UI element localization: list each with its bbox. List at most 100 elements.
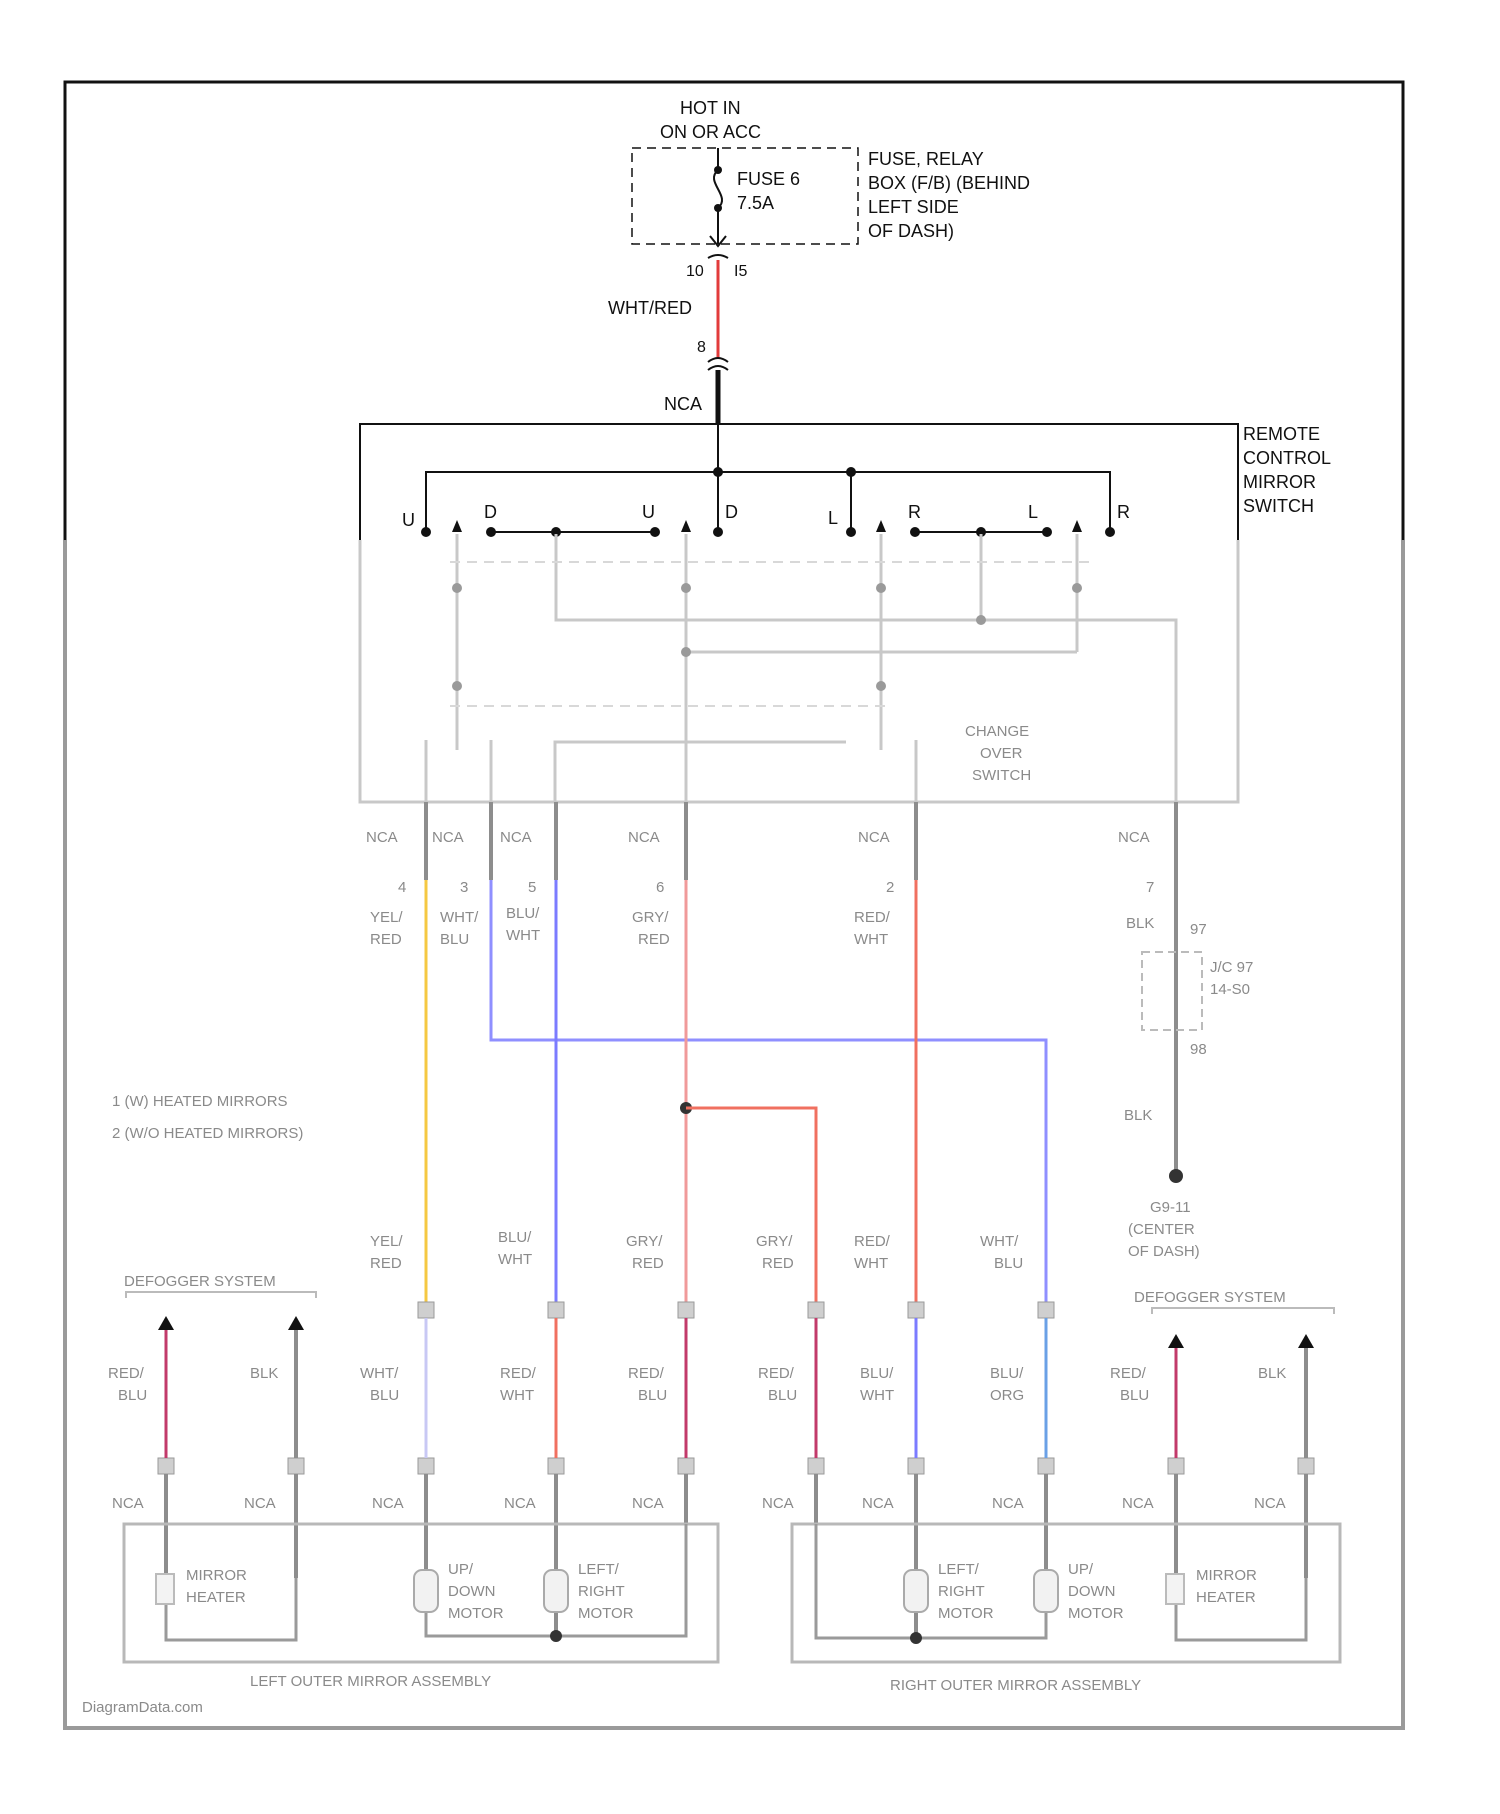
- left-heater-element: [156, 1574, 174, 1604]
- defogger-left-bracket: [126, 1292, 316, 1298]
- right-lr-motor-label-3: MOTOR: [938, 1605, 994, 1622]
- mid-color-5a: RED/: [854, 1233, 891, 1250]
- right-leftright-motor: [904, 1570, 928, 1612]
- fuse-pin-left: 10: [686, 263, 704, 280]
- nca-label-3: NCA: [500, 829, 532, 846]
- left-motor-common-node: [550, 1630, 562, 1642]
- bottom-nca-10: NCA: [1254, 1495, 1286, 1512]
- mid-color-3b: RED: [632, 1255, 664, 1272]
- mid-color-3a: GRY/: [626, 1233, 663, 1250]
- fuse-6-element: [714, 170, 722, 208]
- changeover-label-2: OVER: [980, 745, 1023, 762]
- upper-color-3b: WHT: [506, 927, 540, 944]
- bottom-color-3b: BLU: [370, 1387, 399, 1404]
- defogger-left-label: DEFOGGER SYSTEM: [124, 1273, 276, 1290]
- contact-label-r-2: R: [1117, 502, 1130, 522]
- bottom-nca-5: NCA: [632, 1495, 664, 1512]
- right-ud-motor-label-2: DOWN: [1068, 1583, 1116, 1600]
- left-ud-motor-label-1: UP/: [448, 1561, 474, 1578]
- switch-conn-pin-8: 8: [697, 339, 706, 356]
- right-lr-motor-label-1: LEFT/: [938, 1561, 980, 1578]
- mid-color-1b: RED: [370, 1255, 402, 1272]
- fuse-rating: 7.5A: [737, 193, 774, 213]
- bottom-color-10a: BLK: [1258, 1365, 1286, 1382]
- upper-color-1a: YEL/: [370, 909, 403, 926]
- note-2: 2 (W/O HEATED MIRRORS): [112, 1125, 303, 1142]
- contact-label-u-1: U: [402, 510, 415, 530]
- mid-color-1a: YEL/: [370, 1233, 403, 1250]
- defogger-left-arrow-2: [288, 1316, 304, 1330]
- ground-label-2: (CENTER: [1128, 1221, 1195, 1238]
- nca-feed-label: NCA: [664, 394, 702, 414]
- contact-l-1: [846, 527, 856, 537]
- mid-color-2a: BLU/: [498, 1229, 532, 1246]
- nca-label-1: NCA: [366, 829, 398, 846]
- right-heater-label-1: MIRROR: [1196, 1567, 1257, 1584]
- wire-gry-red-branch: [686, 1108, 816, 1310]
- nca-label-5: NCA: [858, 829, 890, 846]
- mid-color-4a: GRY/: [756, 1233, 793, 1250]
- defogger-right-label: DEFOGGER SYSTEM: [1134, 1289, 1286, 1306]
- left-heater-label-2: HEATER: [186, 1589, 246, 1606]
- right-heater-label-2: HEATER: [1196, 1589, 1256, 1606]
- fuse-box-connector: [708, 255, 728, 258]
- wiper-arrow-4: [1072, 520, 1082, 532]
- left-lr-motor-label-2: RIGHT: [578, 1583, 625, 1600]
- bottom-color-9b: BLU: [1120, 1387, 1149, 1404]
- nca-label-2: NCA: [432, 829, 464, 846]
- junction-pin-98: 98: [1190, 1041, 1207, 1058]
- wiper-arrow-1: [452, 520, 462, 532]
- mid-color-2b: WHT: [498, 1251, 532, 1268]
- ground-label-1: G9-11: [1150, 1199, 1191, 1216]
- left-updown-motor: [414, 1570, 438, 1612]
- bottom-color-4a: RED/: [500, 1365, 537, 1382]
- contact-label-d-1: D: [484, 502, 497, 522]
- pin-7: 7: [1146, 879, 1154, 896]
- junction-label-1: J/C 97: [1210, 959, 1253, 976]
- fuse-box-label-1: FUSE, RELAY: [868, 149, 984, 169]
- nca-label-6: NCA: [1118, 829, 1150, 846]
- fuse-box-label-3: LEFT SIDE: [868, 197, 959, 217]
- bottom-color-7b: WHT: [860, 1387, 894, 1404]
- bottom-color-6a: RED/: [758, 1365, 795, 1382]
- right-heater-element: [1166, 1574, 1184, 1604]
- switch-title-1: REMOTE: [1243, 424, 1320, 444]
- switch-connector-bottom: [708, 366, 728, 370]
- junction-label-2: 14-S0: [1210, 981, 1250, 998]
- contact-label-u-2: U: [642, 502, 655, 522]
- upper-color-2a: WHT/: [440, 909, 479, 926]
- contact-r-2: [1105, 527, 1115, 537]
- left-heater-label-1: MIRROR: [186, 1567, 247, 1584]
- left-lr-motor-label-3: MOTOR: [578, 1605, 634, 1622]
- pin-2: 2: [886, 879, 894, 896]
- assembly-feed-wires: [166, 1474, 1306, 1578]
- note-1: 1 (W) HEATED MIRRORS: [112, 1093, 288, 1110]
- switch-connector-top: [708, 358, 728, 362]
- switch-title-3: MIRROR: [1243, 472, 1316, 492]
- upper-color-4a: GRY/: [632, 909, 669, 926]
- right-assembly-label: RIGHT OUTER MIRROR ASSEMBLY: [890, 1677, 1141, 1694]
- changeover-label-1: CHANGE: [965, 723, 1029, 740]
- fuse-box-label-4: OF DASH): [868, 221, 954, 241]
- defogger-right-bracket: [1152, 1308, 1334, 1314]
- right-lr-motor-label-2: RIGHT: [938, 1583, 985, 1600]
- bottom-nca-7: NCA: [862, 1495, 894, 1512]
- left-ud-motor-label-2: DOWN: [448, 1583, 496, 1600]
- upper-color-3a: BLU/: [506, 905, 540, 922]
- left-ud-motor-label-3: MOTOR: [448, 1605, 504, 1622]
- upper-color-1b: RED: [370, 931, 402, 948]
- fuse-name: FUSE 6: [737, 169, 800, 189]
- bottom-nca-4: NCA: [504, 1495, 536, 1512]
- contact-label-l-2: L: [1028, 502, 1038, 522]
- junction-pin-97: 97: [1190, 921, 1207, 938]
- fuse-box-label-2: BOX (F/B) (BEHIND: [868, 173, 1030, 193]
- wht-red-label: WHT/RED: [608, 298, 692, 318]
- bottom-color-7a: BLU/: [860, 1365, 894, 1382]
- upper-color-4b: RED: [638, 931, 670, 948]
- switch-bus: [426, 472, 1110, 532]
- pin-6: 6: [656, 879, 664, 896]
- upper-color-5b: WHT: [854, 931, 888, 948]
- ground-point: [1169, 1169, 1183, 1183]
- defogger-left-arrow-1: [158, 1316, 174, 1330]
